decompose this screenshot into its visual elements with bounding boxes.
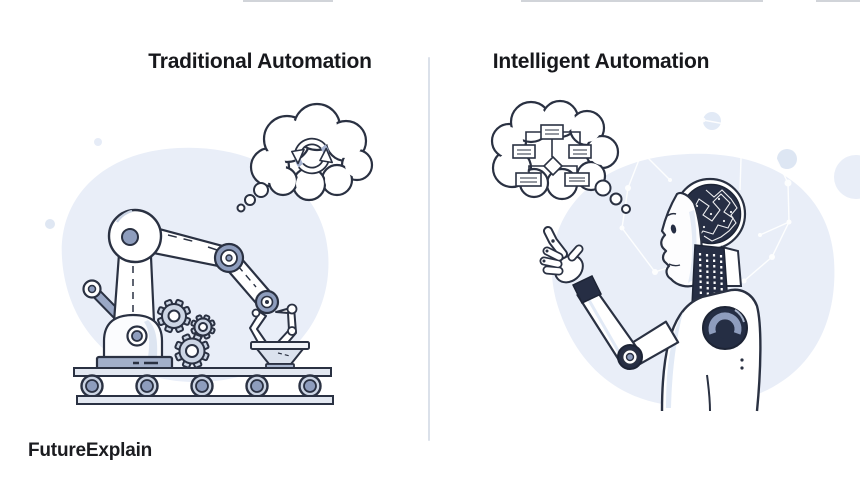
thought-bubbles-right — [594, 179, 631, 214]
conveyor-belt — [73, 367, 334, 405]
right-deco-dot — [777, 149, 797, 169]
robot-arm — [539, 226, 680, 370]
top-edge-artifact — [521, 0, 763, 2]
left-panel-title: Traditional Automation — [148, 50, 372, 73]
pointing-hand — [539, 226, 584, 284]
top-edge-artifact — [816, 0, 860, 2]
shoulder-joint-left — [107, 208, 163, 264]
thought-cloud-left-fill — [254, 107, 369, 197]
right-deco-dot — [834, 155, 860, 199]
neck-cables — [698, 252, 724, 303]
thought-bubbles-left — [236, 182, 269, 213]
left-deco-dot — [45, 219, 55, 229]
part-hopper — [250, 341, 310, 370]
elbow-joint-left — [213, 242, 245, 274]
wrist-band — [571, 275, 603, 304]
robot-head — [660, 177, 747, 288]
robot-neck — [691, 244, 743, 306]
neural-network-pattern — [619, 117, 792, 284]
shoulder-joint-right — [702, 306, 748, 350]
brand-logo-text: FutureExplain — [28, 440, 153, 461]
conveyor-rollers — [80, 374, 322, 398]
left-deco-dot — [94, 138, 102, 146]
intelligent-automation-illustration — [490, 99, 860, 412]
robot-torso — [660, 288, 762, 412]
panel-divider — [428, 57, 430, 441]
gear-small-icon — [190, 314, 216, 340]
flowchart-icon — [512, 124, 592, 187]
elbow-joint-right — [617, 344, 643, 370]
robot-eye — [670, 224, 677, 234]
gear-lower-icon — [174, 333, 210, 369]
right-panel-title: Intelligent Automation — [492, 50, 710, 73]
gear-large-icon — [156, 298, 192, 334]
arm-column — [112, 252, 156, 324]
refresh-cycle-icon — [291, 137, 333, 175]
top-edge-artifact — [243, 0, 333, 2]
robot-mouth — [668, 263, 681, 267]
arm-base — [95, 313, 174, 372]
traditional-automation-illustration — [45, 102, 374, 405]
robot-brow — [665, 212, 677, 218]
